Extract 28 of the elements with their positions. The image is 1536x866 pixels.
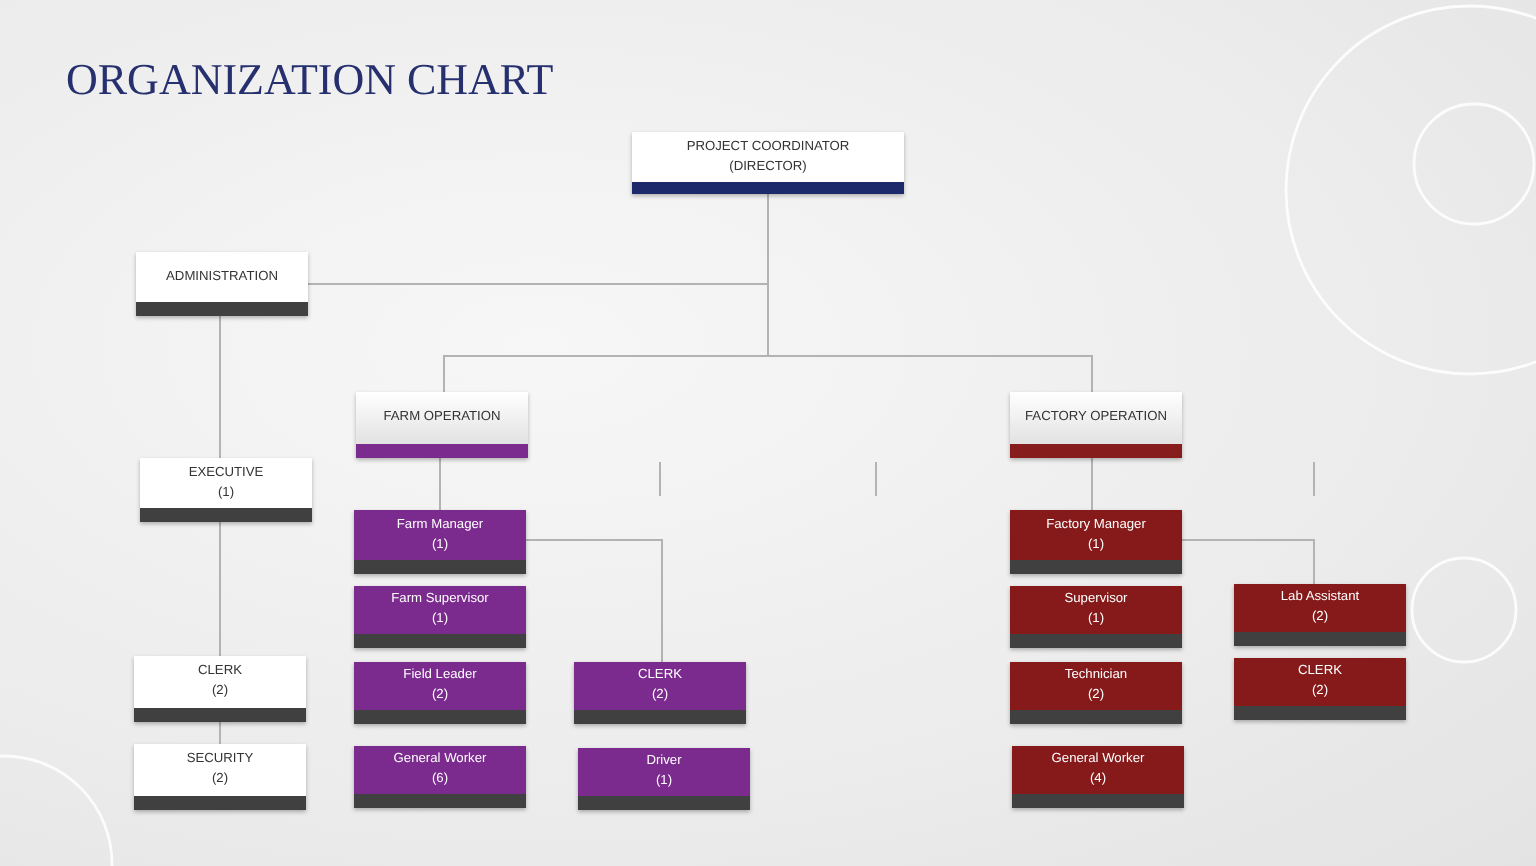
connector-line bbox=[439, 457, 441, 511]
position-box bbox=[578, 748, 750, 810]
position-box bbox=[140, 458, 312, 522]
position-box bbox=[354, 746, 526, 808]
connector-line bbox=[1181, 539, 1315, 585]
connector-line bbox=[219, 721, 221, 745]
position-box bbox=[354, 586, 526, 648]
chart-title: ORGANIZATION CHART bbox=[66, 54, 554, 107]
position-box bbox=[134, 744, 306, 810]
position-box bbox=[134, 656, 306, 722]
connector-line bbox=[219, 521, 221, 657]
position-box bbox=[136, 252, 308, 316]
position-box bbox=[1010, 586, 1182, 648]
position-box bbox=[632, 132, 904, 194]
department-box bbox=[1010, 392, 1182, 458]
position-box bbox=[354, 662, 526, 724]
position-box bbox=[1234, 658, 1406, 720]
connector-line bbox=[1091, 457, 1093, 511]
position-box bbox=[1010, 510, 1182, 574]
connector-line bbox=[219, 315, 221, 459]
position-box bbox=[1010, 662, 1182, 724]
department-box bbox=[356, 392, 528, 458]
position-box bbox=[574, 662, 746, 724]
connector-line bbox=[767, 193, 1093, 393]
position-box bbox=[1234, 584, 1406, 646]
position-box bbox=[354, 510, 526, 574]
position-box bbox=[1012, 746, 1184, 808]
connector-line bbox=[525, 539, 663, 663]
